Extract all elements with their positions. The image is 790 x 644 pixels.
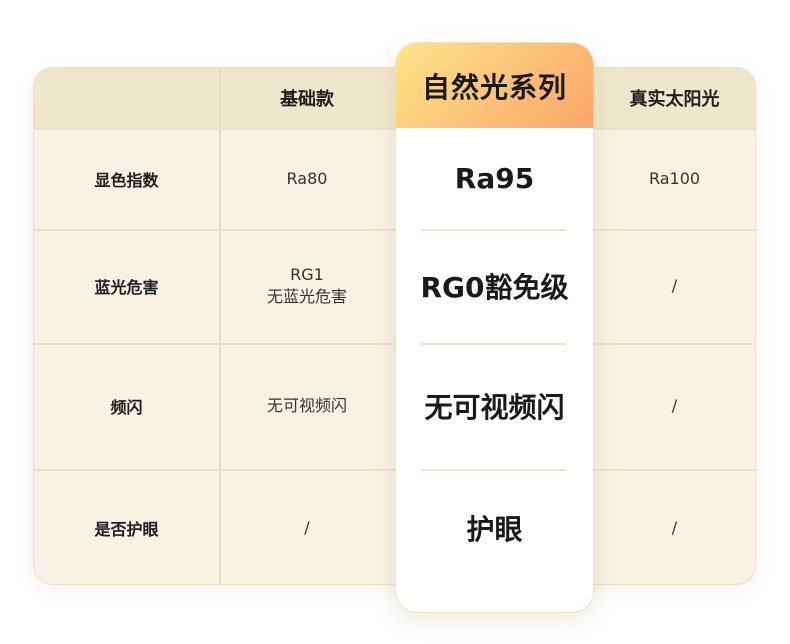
- featured-blue-light: RG0豁免级: [420, 271, 569, 304]
- header-sun: 真实太阳光: [629, 89, 720, 110]
- featured-flicker: 无可视频闪: [424, 391, 565, 424]
- basic-color-index: Ra80: [286, 168, 328, 188]
- featured-column-card: 自然光系列 Ra95 RG0豁免级 无可视频闪 护眼: [395, 42, 594, 613]
- row-divider: [34, 229, 755, 231]
- sun-color-index: Ra100: [648, 168, 701, 188]
- row-label-blue-light: 蓝光危害: [94, 278, 159, 297]
- basic-eye-care: /: [304, 517, 310, 537]
- featured-divider: [422, 343, 566, 345]
- featured-eye-care: 护眼: [466, 512, 523, 546]
- featured-header-title: 自然光系列: [421, 70, 567, 104]
- featured-cell-flicker: 无可视频闪: [396, 343, 593, 469]
- table-header-row: [34, 68, 755, 128]
- sun-flicker: /: [671, 396, 678, 415]
- featured-cell-eye-care: 护眼: [396, 469, 593, 586]
- featured-divider: [422, 229, 566, 231]
- sun-eye-care: /: [671, 517, 678, 537]
- featured-color-index: Ra95: [454, 162, 535, 195]
- basic-flicker: 无可视频闪: [266, 396, 347, 415]
- featured-cell-blue-light: RG0豁免级: [396, 229, 593, 343]
- featured-cell-color-index: Ra95: [396, 128, 593, 229]
- row-label-flicker: 频闪: [110, 398, 143, 417]
- featured-header: 自然光系列: [396, 43, 593, 128]
- sun-blue-light: /: [671, 276, 678, 295]
- row-divider: [34, 469, 755, 471]
- row-label-eye-care: 是否护眼: [94, 519, 159, 539]
- header-basic: 基础款: [280, 89, 334, 110]
- column-divider: [219, 68, 221, 584]
- row-divider: [34, 343, 755, 345]
- row-divider: [34, 128, 755, 130]
- row-label-color-index: 显色指数: [94, 170, 159, 190]
- basic-blue-light: RG1 无蓝光危害: [266, 265, 347, 306]
- comparison-table: 基础款 真实太阳光 显色指数 Ra80 Ra100 蓝光危害 RG1 无蓝光危害…: [33, 67, 756, 585]
- featured-divider: [422, 469, 566, 471]
